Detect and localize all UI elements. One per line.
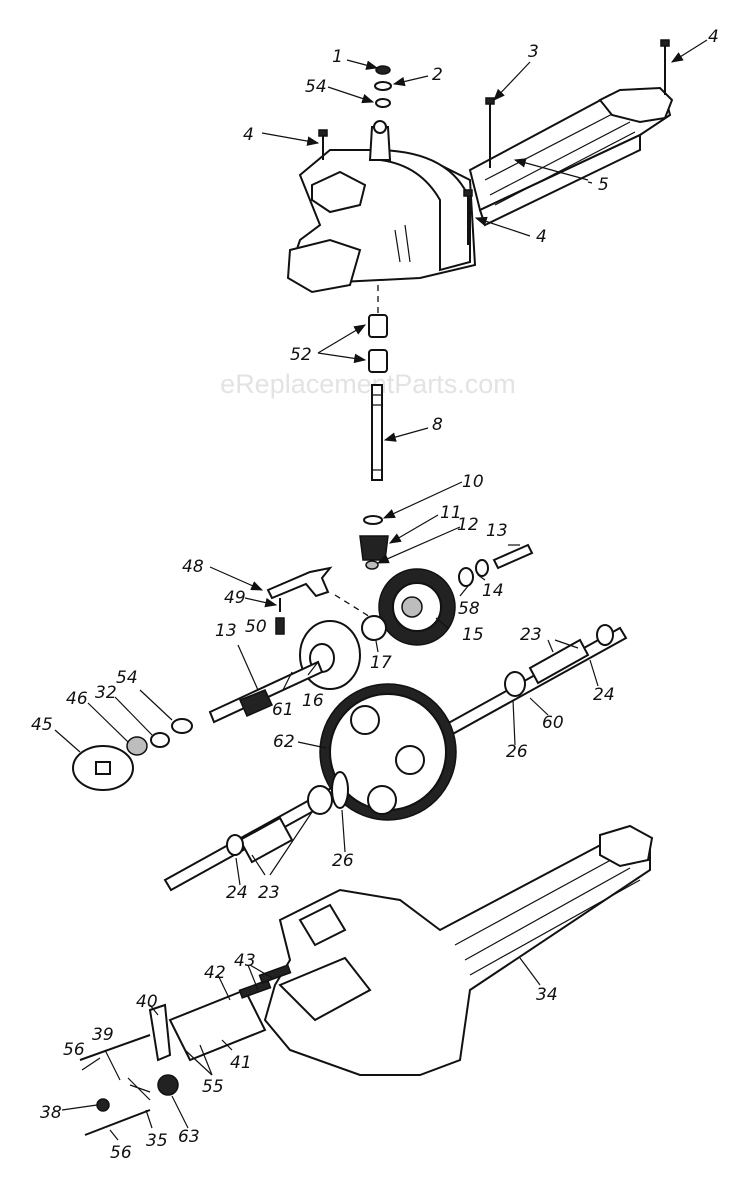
callout-label: 32 — [95, 683, 117, 703]
housing-bolts — [318, 39, 670, 245]
callout-label: 46 — [66, 689, 88, 709]
callout-label: 4 — [243, 125, 254, 145]
callout-label: 61 — [272, 700, 294, 720]
bushings-and-shaft — [359, 285, 389, 570]
callout-label: 54 — [116, 668, 138, 688]
callout-label: 11 — [440, 503, 462, 523]
callout-label: 4 — [536, 227, 547, 247]
upper-housing — [286, 86, 674, 294]
bevel-gear-assembly — [299, 543, 534, 690]
callout-label: 40 — [136, 992, 158, 1012]
callout-label: 50 — [245, 617, 267, 637]
callout-label: 26 — [332, 851, 354, 871]
callout-label: 24 — [226, 883, 248, 903]
callout-label: 63 — [178, 1127, 200, 1147]
callout-label: 54 — [305, 77, 327, 97]
callout-label: 5 — [598, 175, 609, 195]
callout-label: 45 — [31, 715, 53, 735]
watermark: eReplacementParts.com — [220, 369, 516, 399]
callout-label: 12 — [457, 515, 479, 535]
callout-label: 24 — [593, 685, 615, 705]
callout-label: 49 — [224, 588, 246, 608]
callout-label: 14 — [482, 581, 504, 601]
callout-label: 56 — [110, 1143, 132, 1163]
callout-label: 42 — [204, 963, 226, 983]
callout-label: 23 — [520, 625, 542, 645]
callout-label: 41 — [230, 1053, 252, 1073]
callout-label: 56 — [63, 1040, 85, 1060]
callout-label: 8 — [432, 415, 443, 435]
callout-label: 26 — [506, 742, 528, 762]
brake-assembly — [79, 964, 292, 1136]
input-shaft-assembly — [72, 660, 324, 791]
callout-label: 17 — [370, 653, 392, 673]
callout-label: 48 — [182, 557, 204, 577]
callout-leaders — [54, 39, 708, 1141]
callout-label: 60 — [542, 713, 564, 733]
shift-fork-assembly — [266, 566, 376, 635]
callout-label: 35 — [146, 1131, 168, 1151]
lower-housing — [263, 824, 654, 1076]
callout-label: 52 — [290, 345, 312, 365]
callout-label: 13 — [486, 521, 508, 541]
callout-label: 39 — [92, 1025, 114, 1045]
callout-labels: 1 2 54 3 4 4 5 4 52 8 10 11 12 13 14 48 … — [31, 27, 719, 1163]
callout-label: 55 — [202, 1077, 224, 1097]
callout-label: 23 — [258, 883, 280, 903]
callout-label: 34 — [536, 985, 558, 1005]
callout-label: 2 — [432, 65, 443, 85]
callout-label: 62 — [273, 732, 295, 752]
callout-label: 3 — [528, 42, 539, 62]
callout-label: 43 — [234, 951, 256, 971]
callout-label: 38 — [40, 1103, 62, 1123]
callout-label: 10 — [462, 472, 484, 492]
callout-label: 1 — [332, 47, 343, 67]
main-axle-assembly — [163, 624, 628, 892]
callout-label: 16 — [302, 691, 324, 711]
callout-label: 13 — [215, 621, 237, 641]
callout-label: 4 — [708, 27, 719, 47]
callout-label: 15 — [462, 625, 484, 645]
callout-label: 58 — [458, 599, 480, 619]
